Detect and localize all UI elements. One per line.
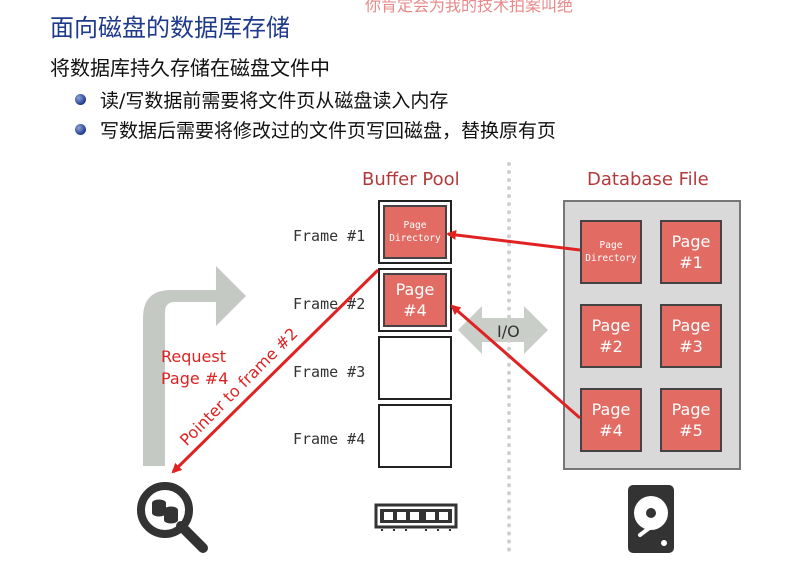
watermark-text: 你肯定会为我的技术拍案叫绝 bbox=[365, 0, 574, 15]
disk-page-2: Page #2 bbox=[580, 304, 642, 368]
disk-page-1: Page #1 bbox=[660, 220, 722, 284]
arrow-disk-page-4-to-frame-2 bbox=[450, 304, 581, 420]
buffer-frame-3 bbox=[378, 336, 452, 400]
execution-engine-icon bbox=[137, 482, 208, 553]
slide-title: 面向磁盘的数据库存储 bbox=[50, 14, 290, 42]
disk-page-directory: Page Directory bbox=[580, 220, 642, 284]
bullet-dot-icon bbox=[75, 124, 86, 135]
disk-page-5: Page #5 bbox=[660, 388, 722, 452]
slide-subtitle: 将数据库持久存储在磁盘文件中 bbox=[50, 56, 330, 80]
disk-page-4: Page #4 bbox=[580, 388, 642, 452]
buffer-page-4: Page #4 bbox=[383, 273, 447, 327]
frame-label-3: Frame #3 bbox=[293, 363, 366, 381]
frame-label-4: Frame #4 bbox=[293, 430, 366, 448]
frame-label-1: Frame #1 bbox=[293, 227, 366, 245]
bullet-text-1: 读/写数据前需要将文件页从磁盘读入内存 bbox=[100, 90, 449, 112]
arrow-pointer-to-frame-2 bbox=[171, 268, 380, 474]
buffer-page-directory: Page Directory bbox=[383, 205, 447, 259]
request-arrow-icon bbox=[143, 266, 246, 466]
io-double-arrow-icon bbox=[458, 306, 548, 354]
bullet-item-1: 读/写数据前需要将文件页从磁盘读入内存 bbox=[75, 86, 448, 113]
io-label: I/O bbox=[497, 322, 520, 341]
request-page-label: Request Page #4 bbox=[161, 347, 229, 388]
buffer-pool-label: Buffer Pool bbox=[362, 169, 460, 190]
database-file-label: Database File bbox=[587, 169, 709, 190]
bullet-text-2: 写数据后需要将修改过的文件页写回磁盘，替换原有页 bbox=[100, 120, 557, 142]
bullet-item-2: 写数据后需要将修改过的文件页写回磁盘，替换原有页 bbox=[75, 116, 556, 143]
arrow-disk-directory-to-frame-1 bbox=[446, 229, 581, 252]
buffer-frame-1: Page Directory bbox=[378, 200, 452, 264]
buffer-frame-4 bbox=[378, 404, 452, 468]
bullet-dot-icon bbox=[75, 94, 86, 105]
buffer-frame-2: Page #4 bbox=[378, 268, 452, 332]
memory-icon bbox=[374, 503, 458, 531]
disk-page-3: Page #3 bbox=[660, 304, 722, 368]
hard-disk-icon bbox=[628, 485, 674, 553]
